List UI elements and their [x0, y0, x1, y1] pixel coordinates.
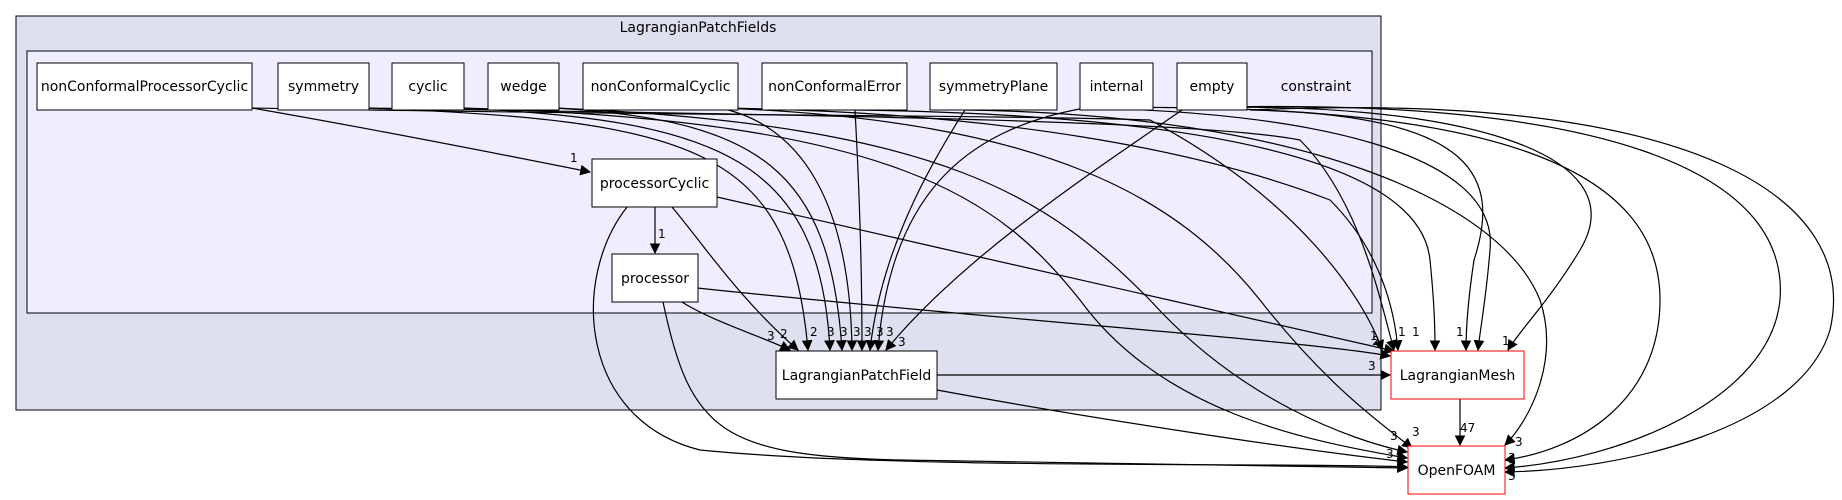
- edge-label: 1: [658, 227, 666, 241]
- node-openfoam[interactable]: OpenFOAM: [1407, 445, 1506, 495]
- edge-row-of-e: [1084, 106, 1661, 465]
- edge-label: 1: [1398, 325, 1406, 339]
- node-cyclic[interactable]: cyclic: [391, 62, 465, 111]
- edge-label: 3: [1412, 425, 1420, 439]
- node-label: processor: [621, 271, 689, 287]
- edge-label: 3: [827, 325, 835, 339]
- node-symmetry[interactable]: symmetry: [277, 62, 370, 111]
- node-nonconformalprocessorcyclic[interactable]: nonConformalProcessorCyclic: [36, 62, 253, 111]
- node-label: processorCyclic: [600, 176, 709, 192]
- node-label: internal: [1090, 79, 1144, 95]
- node-label: empty: [1190, 79, 1235, 95]
- node-label: nonConformalCyclic: [591, 79, 731, 95]
- edge-pc-lm: [716, 196, 1396, 355]
- edge-row-of-d: [964, 109, 1548, 446]
- cluster-title: constraint: [1281, 79, 1352, 95]
- edge-ncc-lpf: [719, 107, 858, 352]
- edge-row-of-c: [719, 107, 1413, 449]
- node-label: LagrangianPatchField: [782, 368, 931, 384]
- edge-label: 3: [853, 325, 861, 339]
- node-lagrangianmesh[interactable]: LagrangianMesh: [1390, 350, 1525, 400]
- edge-nce-lpf: [854, 109, 868, 352]
- edge-proc-of: [662, 301, 1409, 474]
- edge-ncpc-pc: [251, 107, 592, 176]
- edge-row-of-f: [1184, 105, 1781, 473]
- edge-label: 3: [840, 325, 848, 339]
- node-label: LagrangianMesh: [1400, 368, 1516, 384]
- edge-row-lm-g: [1249, 109, 1484, 352]
- edges: 1 1 3 2 2 3 3 3 3 3 3 3: [251, 105, 1835, 483]
- edge-label: 3: [1368, 359, 1376, 373]
- edge-row-of-b: [554, 107, 1409, 456]
- edge-sp-lpf: [865, 109, 966, 352]
- node-empty[interactable]: empty: [1176, 62, 1248, 111]
- node-nonconformalerror[interactable]: nonConformalError: [761, 62, 908, 111]
- edge-label: 2: [780, 327, 788, 341]
- edge-pc-lpf: [671, 206, 799, 351]
- edge-row-lm-e: [1084, 107, 1491, 352]
- edge-label: 3: [1515, 435, 1523, 449]
- edge-row-of-a: [459, 107, 1409, 462]
- edge-row-lm-f: [1184, 106, 1592, 351]
- edge-label: 3: [767, 329, 775, 343]
- cluster-title: LagrangianPatchFields: [620, 20, 777, 36]
- node-nonconformalcyclic[interactable]: nonConformalCyclic: [582, 62, 739, 111]
- node-label: symmetryPlane: [939, 79, 1048, 95]
- node-symmetryplane[interactable]: symmetryPlane: [929, 62, 1058, 111]
- edge-label: 3: [1386, 447, 1394, 461]
- node-internal[interactable]: internal: [1079, 62, 1154, 111]
- edge-pc-of: [592, 206, 1409, 472]
- edge-label: 47: [1460, 421, 1475, 435]
- edge-label: 3: [886, 325, 894, 339]
- edge-empty-lpf: [885, 107, 1186, 351]
- edge-label: 1: [570, 151, 578, 165]
- node-label: OpenFOAM: [1418, 463, 1496, 479]
- node-processor[interactable]: processor: [611, 253, 699, 303]
- edge-lpf-of: [936, 389, 1409, 467]
- edge-row-lm-d: [854, 109, 1441, 352]
- edge-label: 3: [1390, 429, 1398, 443]
- node-label: symmetry: [288, 79, 359, 95]
- edge-label: 1: [1412, 325, 1420, 339]
- edge-row-of-g: [1249, 107, 1835, 478]
- edge-label: 3: [1508, 460, 1516, 474]
- edge-proc-lpf: [681, 301, 791, 351]
- edge-label: 1: [1370, 329, 1378, 343]
- node-lagrangianpatchfield[interactable]: LagrangianPatchField: [775, 350, 938, 400]
- edge-label: 3: [898, 335, 906, 349]
- edge-row-lm-c: [719, 107, 1403, 352]
- edge-int-lpf: [873, 107, 1086, 352]
- node-label: nonConformalProcessorCyclic: [41, 79, 248, 95]
- node-label: wedge: [500, 79, 546, 95]
- node-processorcyclic[interactable]: processorCyclic: [591, 158, 718, 208]
- edge-label: 3: [864, 325, 872, 339]
- edge-label: 3: [1508, 469, 1516, 483]
- node-label: nonConformalError: [768, 79, 901, 95]
- node-wedge[interactable]: wedge: [487, 62, 560, 111]
- edge-proc-lm: [696, 287, 1392, 360]
- edge-label: 2: [810, 325, 818, 339]
- edge-row-lm-a: [251, 107, 1384, 352]
- edge-label: 1: [1502, 334, 1510, 348]
- edge-cyc-lpf: [459, 107, 835, 352]
- edge-label: 1: [1456, 325, 1464, 339]
- node-label: cyclic: [408, 79, 447, 95]
- edge-label: 3: [1508, 451, 1516, 465]
- edge-wedge-lpf: [554, 107, 847, 352]
